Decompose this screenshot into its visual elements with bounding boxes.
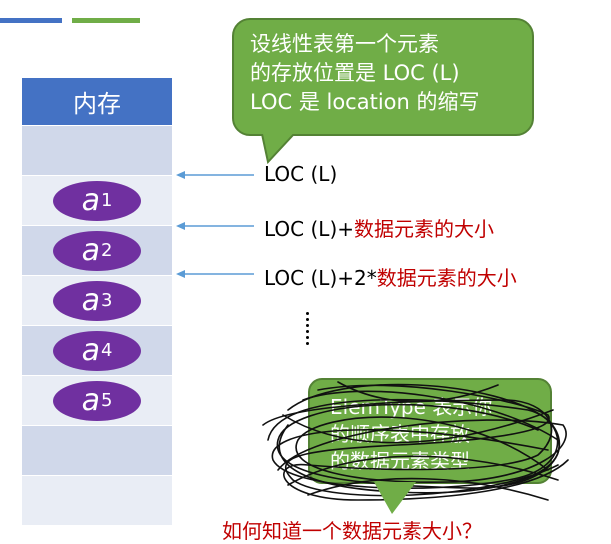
title-accent-bar-green: [72, 18, 140, 23]
bottom-question: 如何知道一个数据元素大小？: [222, 519, 482, 543]
note-box-tail: [374, 482, 416, 514]
arrow-loc-l: [176, 171, 254, 179]
callout-line-3: LOC 是 location 的缩写: [250, 90, 480, 114]
callout-line-2: 的存放位置是 LOC (L): [250, 61, 460, 85]
address-label-1: LOC (L): [264, 162, 338, 186]
address-label-2: LOC (L)+数据元素的大小: [264, 217, 494, 241]
arrow-loc-l-plus-1: [176, 222, 254, 230]
title-accent-bar-blue: [0, 18, 62, 23]
location-callout: 设线性表第一个元素 的存放位置是 LOC (L) LOC 是 location …: [232, 18, 534, 136]
callout-tail: [261, 134, 295, 164]
arrow-loc-l-plus-2: [176, 270, 254, 278]
memory-cell-empty: [22, 125, 172, 175]
memory-cell-empty-2: [22, 425, 172, 475]
scribble-overlay: [262, 381, 569, 501]
memory-header: 内存: [22, 78, 172, 125]
callout-line-1: 设线性表第一个元素: [250, 32, 439, 56]
address-label-3: LOC (L)+2*数据元素的大小: [264, 266, 517, 290]
continuation-dots: [306, 312, 310, 345]
memory-cell-empty-3: [22, 475, 172, 525]
